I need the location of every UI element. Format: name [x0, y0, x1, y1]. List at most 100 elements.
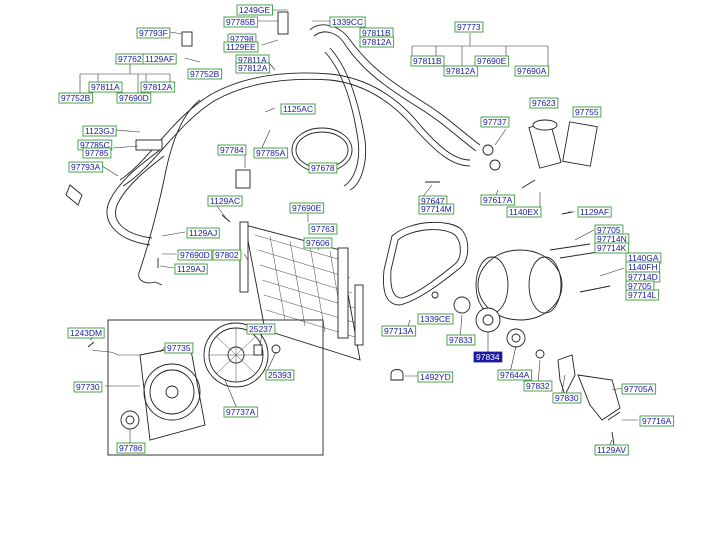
part-label-97690a[interactable]: 97690A — [514, 65, 550, 77]
part-label-97737[interactable]: 97737 — [480, 116, 510, 128]
part-label-1129af_a[interactable]: 1129AF — [142, 53, 177, 65]
part-label-1129aj_b[interactable]: 1129AJ — [174, 263, 208, 275]
part-label-97784[interactable]: 97784 — [217, 144, 247, 156]
part-label-97786[interactable]: 97786 — [116, 442, 146, 454]
part-label-box — [497, 369, 533, 381]
part-label-97785a[interactable]: 97785A — [253, 147, 289, 159]
part-label-1129aj_a[interactable]: 1129AJ — [186, 227, 220, 239]
part-number-text: 97752B — [190, 69, 220, 79]
part-label-box — [308, 162, 338, 174]
part-number-text: 97811A — [91, 82, 120, 92]
part-number-text: 97785 — [85, 148, 109, 158]
part-label-97705a[interactable]: 97705A — [621, 383, 657, 395]
part-number-text: 97752B — [61, 93, 91, 103]
part-label-97644a[interactable]: 97644A — [497, 369, 533, 381]
part-label-1129ac[interactable]: 1129AC — [207, 195, 243, 207]
part-number-text: 97735 — [167, 343, 191, 353]
part-label-box — [136, 27, 171, 39]
part-number-text: 97834 — [476, 352, 500, 362]
part-label-97737a[interactable]: 97737A — [223, 406, 259, 418]
part-label-97623[interactable]: 97623 — [529, 97, 559, 109]
part-label-1243dm[interactable]: 1243DM — [67, 327, 105, 339]
part-label-97716a[interactable]: 97716A — [639, 415, 675, 427]
part-label-97802[interactable]: 97802 — [212, 249, 242, 261]
part-label-box — [67, 327, 105, 339]
part-label-1339ce[interactable]: 1339CE — [417, 313, 454, 325]
part-label-97793a[interactable]: 97793A — [68, 161, 104, 173]
part-label-box — [417, 371, 454, 383]
part-label-box — [359, 36, 395, 48]
part-label-box — [116, 92, 152, 104]
part-label-box — [235, 62, 271, 74]
part-number-text: 97678 — [311, 163, 335, 173]
part-label-97785b[interactable]: 97785B — [223, 16, 259, 28]
part-label-box — [552, 392, 582, 404]
part-label-97793f[interactable]: 97793F — [136, 27, 171, 39]
part-label-97832[interactable]: 97832 — [523, 380, 553, 392]
part-label-97833[interactable]: 97833 — [446, 334, 476, 346]
part-label-97730[interactable]: 97730 — [73, 381, 103, 393]
part-label-97690d_a[interactable]: 97690D — [116, 92, 152, 104]
part-label-97812a_d[interactable]: 97812A — [140, 81, 176, 93]
part-number-text: 1339CC — [332, 17, 363, 27]
part-label-1129af_b[interactable]: 1129AF — [577, 206, 612, 218]
part-label-1140fh[interactable]: 1140FH — [625, 261, 661, 273]
part-label-97606[interactable]: 97606 — [303, 237, 333, 249]
part-number-text: 1125AC — [283, 104, 313, 114]
part-label-97830[interactable]: 97830 — [552, 392, 582, 404]
part-label-97812a_a[interactable]: 97812A — [359, 36, 395, 48]
part-number-text: 1140FH — [628, 262, 658, 272]
part-number-text: 97798 — [230, 34, 254, 44]
part-label-97762[interactable]: 97762 — [115, 53, 145, 65]
part-label-1339cc[interactable]: 1339CC — [329, 16, 366, 28]
part-label-97763[interactable]: 97763 — [308, 223, 338, 235]
part-number-text: 97737 — [483, 117, 507, 127]
part-label-box — [88, 81, 123, 93]
part-label-box — [443, 65, 479, 77]
part-label-1249ge[interactable]: 1249GE — [236, 4, 273, 16]
part-label-1129av[interactable]: 1129AV — [594, 444, 629, 456]
part-label-97690d_b[interactable]: 97690D — [177, 249, 213, 261]
part-number-text: 97812A — [143, 82, 173, 92]
part-label-97714m[interactable]: 97714M — [418, 203, 455, 215]
part-label-97812a_c[interactable]: 97812A — [443, 65, 479, 77]
part-label-box — [303, 237, 333, 249]
part-label-97755[interactable]: 97755 — [572, 106, 602, 118]
part-label-25393[interactable]: 25393 — [265, 369, 295, 381]
part-number-text: 25237 — [249, 324, 273, 334]
part-number-text: 97705 — [597, 225, 621, 235]
part-label-box — [187, 68, 223, 80]
part-label-1492yd[interactable]: 1492YD — [417, 371, 454, 383]
part-number-text: 97785A — [256, 148, 286, 158]
part-number-text: 97690A — [517, 66, 547, 76]
part-label-97752b_b[interactable]: 97752B — [58, 92, 94, 104]
part-label-box — [82, 147, 112, 159]
part-label-1125ac[interactable]: 1125AC — [280, 103, 316, 115]
part-label-25237[interactable]: 25237 — [246, 323, 276, 335]
part-label-1129ee[interactable]: 1129EE — [223, 41, 259, 53]
part-label-1123gj[interactable]: 1123GJ — [82, 125, 117, 137]
part-label-97713a[interactable]: 97713A — [381, 325, 417, 337]
diagram-drawing — [65, 9, 638, 456]
part-label-1140ex[interactable]: 1140EX — [506, 206, 542, 218]
part-label-97811a_b[interactable]: 97811A — [88, 81, 123, 93]
part-label-97812a_b[interactable]: 97812A — [235, 62, 271, 74]
part-label-97678[interactable]: 97678 — [308, 162, 338, 174]
part-label-97690e_b[interactable]: 97690E — [289, 202, 325, 214]
part-label-97690e_a[interactable]: 97690E — [474, 55, 510, 67]
part-label-box — [529, 97, 559, 109]
part-label-box — [514, 65, 550, 77]
part-number-text: 97793A — [71, 162, 101, 172]
part-label-97714k[interactable]: 97714K — [594, 242, 630, 254]
part-number-text: 1249GE — [239, 5, 271, 15]
part-label-97617a[interactable]: 97617A — [480, 194, 516, 206]
part-label-97785[interactable]: 97785 — [82, 147, 112, 159]
part-number-text: 1129AJ — [177, 264, 205, 274]
part-label-97714l[interactable]: 97714L — [625, 289, 660, 301]
part-label-97735[interactable]: 97735 — [164, 342, 194, 354]
part-label-97773[interactable]: 97773 — [454, 21, 484, 33]
part-label-97752b_a[interactable]: 97752B — [187, 68, 223, 80]
part-label-97811b_b[interactable]: 97811B — [410, 55, 445, 67]
part-label-97834[interactable]: 97834 — [473, 351, 503, 363]
